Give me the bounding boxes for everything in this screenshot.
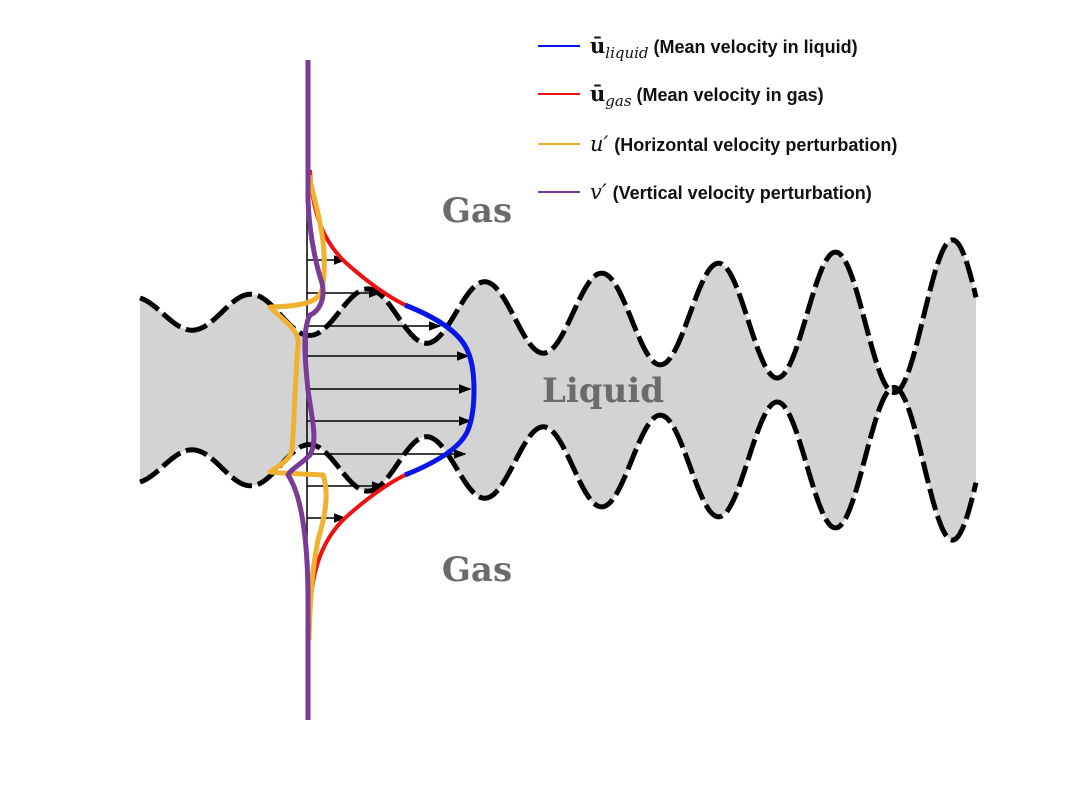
legend-label-horizontal-perturbation: u′(Horizontal velocity perturbation) [590,132,897,156]
gas-top-label: Gas [442,191,512,231]
horizontal-perturbation-curve [267,174,329,641]
legend-label-gas-mean: ūgas(Mean velocity in gas) [590,81,824,110]
mean-velocity-liquid-curve [404,302,477,478]
legend-item-liquid-mean: ūliquid(Mean velocity in liquid) [538,33,858,62]
legend-item-vertical-perturbation: v′(Vertical velocity perturbation) [538,180,872,204]
legend-item-gas-mean: ūgas(Mean velocity in gas) [538,81,824,110]
legend: ūliquid(Mean velocity in liquid) ūgas(Me… [538,33,897,204]
liquid-label: Liquid [542,371,664,411]
vertical-perturbation-curve [285,60,326,720]
velocity-arrows [307,255,472,523]
legend-label-vertical-perturbation: v′(Vertical velocity perturbation) [590,180,872,204]
legend-label-liquid-mean: ūliquid(Mean velocity in liquid) [590,33,858,62]
liquid-jet [140,239,976,541]
legend-item-horizontal-perturbation: u′(Horizontal velocity perturbation) [538,132,897,156]
gas-bottom-label: Gas [442,550,512,590]
